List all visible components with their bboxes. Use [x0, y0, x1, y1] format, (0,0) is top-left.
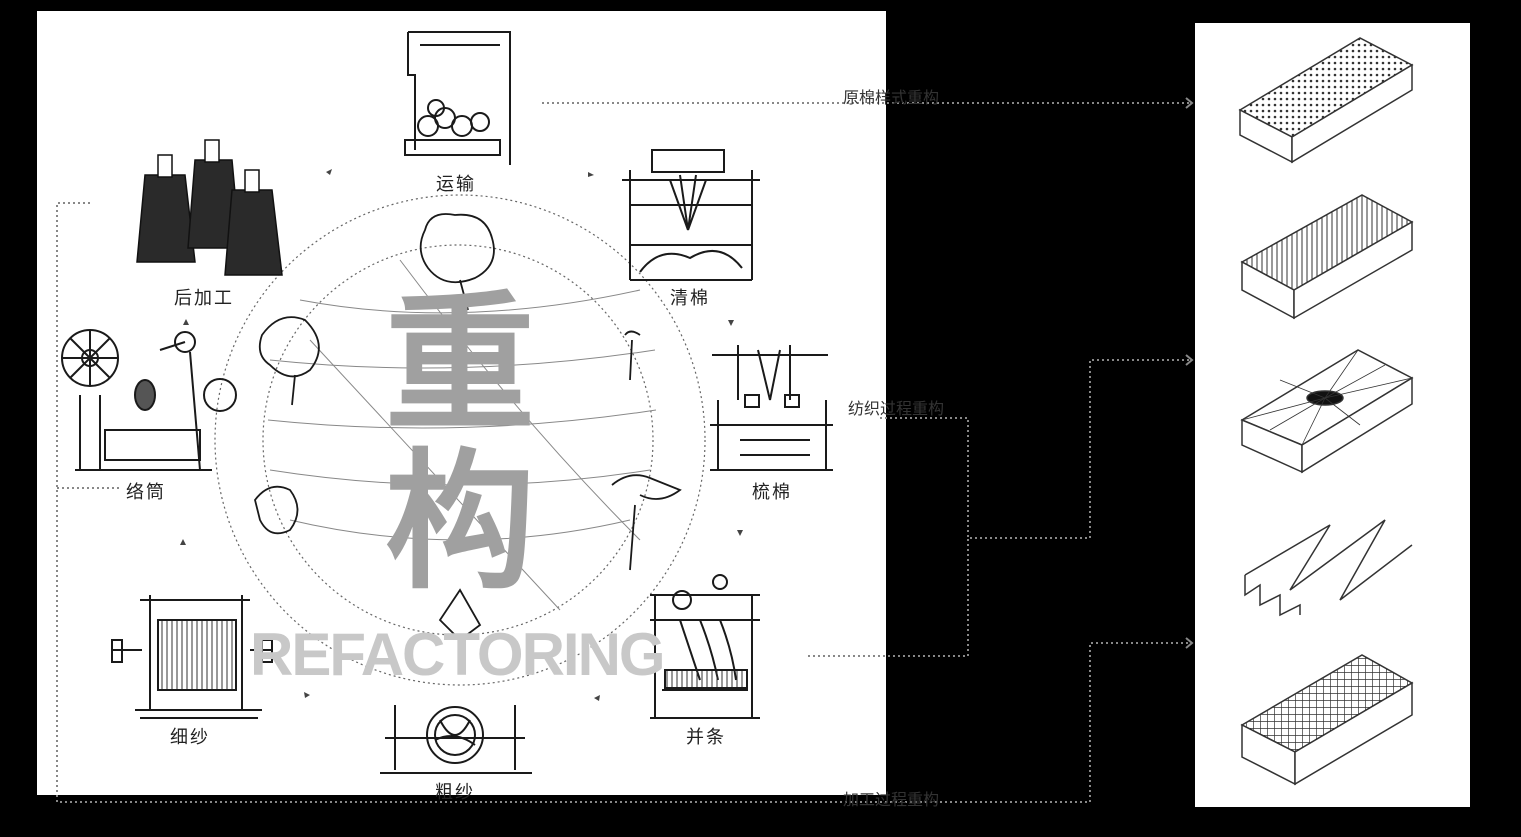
stage-label-roving: 粗纱	[435, 778, 475, 804]
stage-label-spinning: 细纱	[170, 723, 210, 749]
title-english: REFACTORING	[250, 620, 664, 689]
stage-label-cleaning: 清棉	[670, 284, 710, 310]
stage-label-winding: 络筒	[126, 478, 166, 504]
drawing-frame-icon	[650, 575, 760, 718]
winding-machine-icon	[62, 330, 236, 470]
texture-block-dotted	[1240, 38, 1412, 162]
category-label-raw-cotton: 原棉样式重构	[843, 84, 939, 108]
texture-block-zigzag	[1245, 520, 1412, 615]
title-char-1: 重	[385, 290, 535, 440]
connector-arrowheads	[1186, 98, 1192, 648]
stage-label-finishing: 后加工	[174, 284, 234, 310]
cleaning-machine-icon	[622, 150, 760, 280]
title-char-2: 构	[385, 448, 535, 598]
texture-block-radial	[1242, 350, 1412, 472]
category-label-processing: 加工过程重构	[843, 786, 939, 810]
stage-label-drawing: 并条	[686, 723, 726, 749]
texture-block-fins	[1242, 195, 1412, 318]
transport-machine-icon	[405, 32, 510, 165]
carding-machine-icon	[710, 345, 833, 470]
stage-label-carding: 梳棉	[752, 478, 792, 504]
finishing-bobbins-icon	[137, 140, 282, 275]
spinning-frame-icon	[112, 595, 272, 718]
roving-frame-icon	[380, 705, 532, 773]
stage-label-transport: 运输	[436, 170, 476, 196]
category-label-textile-process: 纺织过程重构	[848, 395, 944, 419]
texture-block-grid	[1242, 655, 1412, 784]
